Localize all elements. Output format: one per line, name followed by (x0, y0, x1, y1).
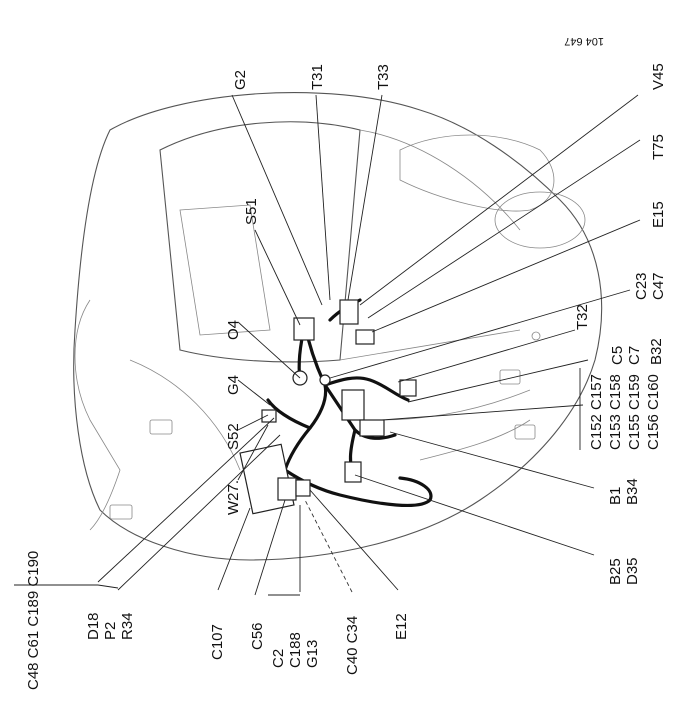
label-c156-c160: C156 C160 (645, 374, 662, 450)
leader-lines (14, 94, 641, 596)
label-c5-c7: C5C7 (609, 346, 643, 365)
label-e15: E15 (650, 201, 667, 228)
label-c56: C56 (249, 622, 266, 650)
label-s51: S51 (243, 198, 260, 225)
label-c155-c159: C155 C159 (626, 374, 643, 450)
label-t31: T31 (309, 64, 326, 90)
label-e12: E12 (393, 613, 410, 640)
label-s52: S52 (225, 423, 242, 450)
label-t75: T75 (650, 134, 667, 160)
label-o4: O4 (225, 320, 242, 340)
label-b25-d35: B25D35 (607, 557, 641, 585)
label-b1-b34: B1B34 (607, 478, 641, 505)
label-t32: T32 (574, 304, 591, 330)
label-c2-group: C2C188G13 (270, 632, 321, 668)
label-c40-c34: C40 C34 (344, 616, 361, 675)
label-t33: T33 (375, 64, 392, 90)
label-c48-group: C48 C61 C189 C190 (25, 551, 42, 690)
label-c107: C107 (209, 624, 226, 660)
label-b32: B32 (648, 338, 665, 365)
labels: G2 T31 T33 V45 T75 E15 C23C47 T32 C5C7 B… (25, 63, 667, 690)
label-g4: G4 (225, 375, 242, 395)
label-d18-group: D18P2R34 (85, 612, 136, 640)
vehicle-outline (73, 92, 603, 561)
reference-number: 104 647 (564, 35, 604, 47)
label-g2: G2 (232, 70, 249, 90)
label-c23-c47: C23C47 (633, 272, 667, 300)
label-c153-c158: C153 C158 (607, 374, 624, 450)
label-v45: V45 (650, 63, 667, 90)
components (239, 299, 417, 515)
label-w27: W27. (225, 480, 242, 515)
label-c152-c157: C152 C157 (588, 374, 605, 450)
